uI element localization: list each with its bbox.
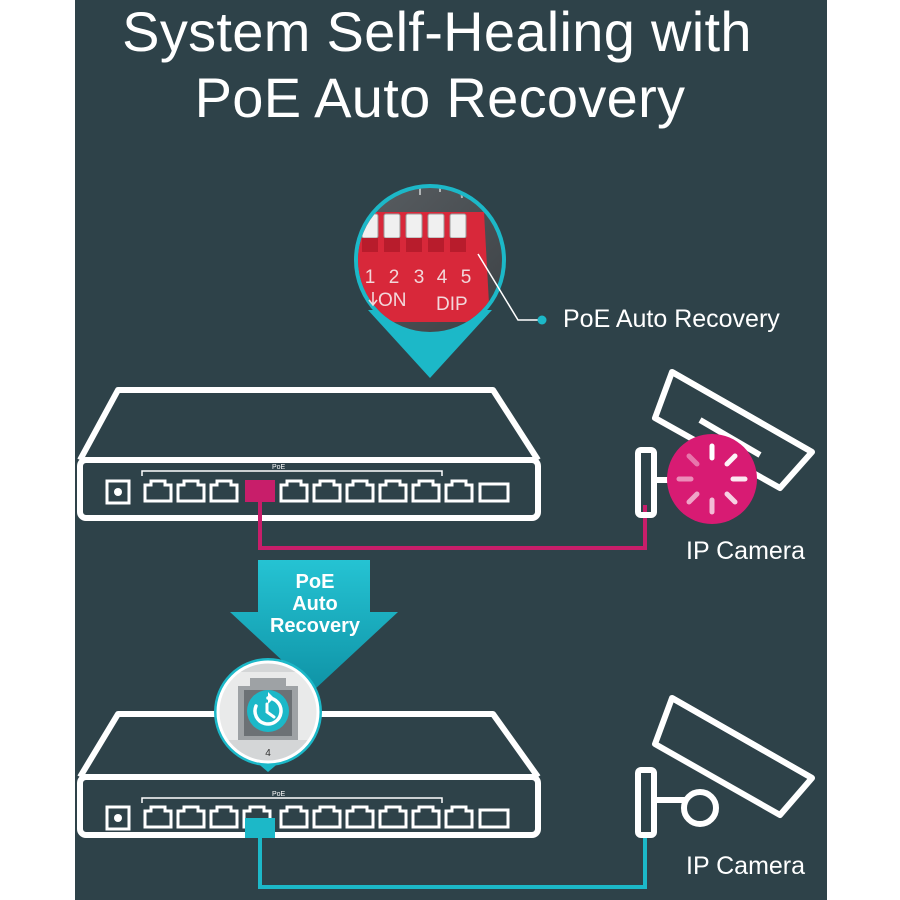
arrow-caption-line-3: Recovery (269, 615, 361, 637)
dip-number-1: 1 (365, 267, 376, 288)
dip-switch-zoom (354, 184, 506, 378)
camera-bottom-icon (635, 695, 815, 838)
ip-camera-label-bottom: IP Camera (686, 852, 806, 880)
fault-link-cable (258, 502, 647, 550)
dip-on-arrow-icon (368, 292, 378, 307)
dip-number-2: 2 (389, 267, 400, 288)
switch-top (77, 387, 541, 521)
dip-number-5: 5 (461, 267, 472, 288)
dip-number-3: 3 (414, 267, 425, 288)
page-title-line-1: System Self-Healing with (122, 0, 752, 63)
poe-bracket-label-top: PoE (272, 464, 286, 471)
camera-top-icon (635, 369, 815, 518)
page-title-line-2: PoE Auto Recovery (194, 66, 686, 129)
poe-bracket-label-bottom: PoE (272, 791, 286, 798)
loading-spinner-icon (667, 434, 757, 524)
recovery-arrow-icon (230, 560, 398, 690)
healthy-link-cable (258, 835, 647, 889)
callout-dot-icon (537, 315, 547, 325)
arrow-caption-line-2: Auto (292, 593, 338, 615)
dip-number-4: 4 (437, 267, 448, 288)
refresh-cycle-icon (247, 690, 289, 732)
poe-auto-recovery-callout: PoE Auto Recovery (563, 305, 780, 333)
port-number-label: 4 (265, 748, 271, 759)
callout-line (477, 253, 541, 321)
arrow-caption-line-1: PoE (295, 571, 335, 593)
dip-dip-text: DIP (436, 294, 468, 315)
ip-camera-label-top: IP Camera (686, 537, 806, 565)
dip-on-text: ON (378, 290, 407, 311)
arrow-caption: PoE Auto Recovery (250, 571, 380, 637)
